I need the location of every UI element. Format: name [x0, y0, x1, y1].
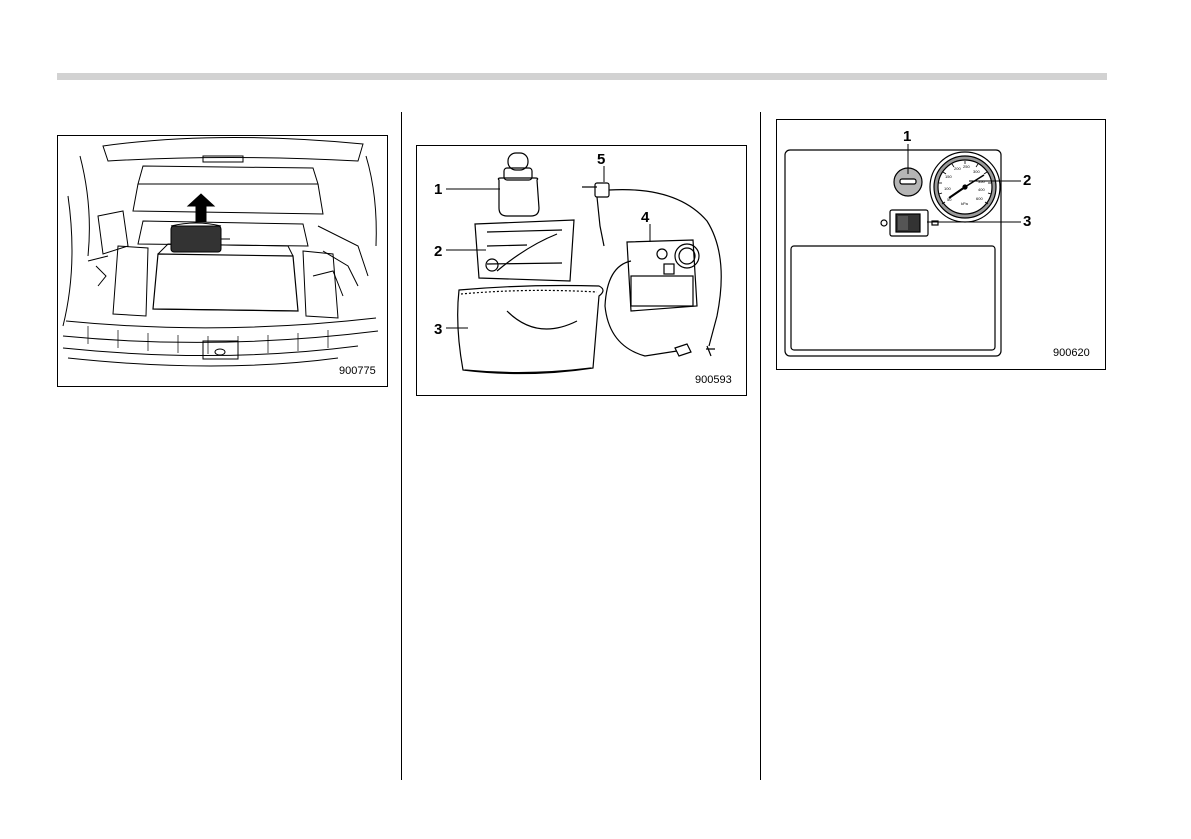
callout-3: 3: [1023, 214, 1031, 229]
leader-2: [969, 176, 1024, 186]
svg-text:400: 400: [978, 187, 985, 192]
leader-2: [446, 245, 491, 255]
leader-3: [446, 323, 471, 333]
svg-text:250: 250: [963, 164, 970, 169]
callout-5: 5: [597, 152, 605, 167]
svg-text:kPa: kPa: [961, 201, 969, 206]
figure-repair-kit: 1 2 3 4 5 900593: [416, 145, 747, 396]
leader-4: [645, 224, 655, 244]
column-divider-left: [401, 112, 402, 780]
cargo-area-illustration: [58, 136, 387, 386]
figure-number: 900620: [1053, 347, 1090, 359]
svg-text:150: 150: [945, 174, 952, 179]
svg-text:50: 50: [947, 197, 952, 202]
figure-number: 900593: [695, 374, 732, 386]
leader-5: [599, 166, 609, 186]
figure-cargo-area: 900775: [57, 135, 388, 387]
callout-1: 1: [903, 129, 911, 144]
callout-2: 2: [434, 244, 442, 259]
svg-text:100: 100: [944, 186, 951, 191]
leader-1: [446, 184, 502, 194]
figure-compressor-panel: 50 100 150 200 250 300 350 400 600 kPa 1…: [776, 119, 1106, 370]
callout-2: 2: [1023, 173, 1031, 188]
callout-4: 4: [641, 210, 649, 225]
gauge-scale: 50 100 150 200 250 300 350 400 600 kPa: [777, 120, 1105, 369]
callout-3: 3: [434, 322, 442, 337]
column-divider-right: [760, 112, 761, 780]
figure-number: 900775: [339, 365, 376, 377]
leader-1: [903, 144, 913, 176]
leader-3: [927, 217, 1023, 227]
svg-text:600: 600: [976, 196, 983, 201]
header-rule: [57, 73, 1107, 80]
svg-text:200: 200: [954, 166, 961, 171]
sealant-bottle: [498, 178, 539, 216]
svg-text:300: 300: [973, 169, 980, 174]
callout-1: 1: [434, 182, 442, 197]
